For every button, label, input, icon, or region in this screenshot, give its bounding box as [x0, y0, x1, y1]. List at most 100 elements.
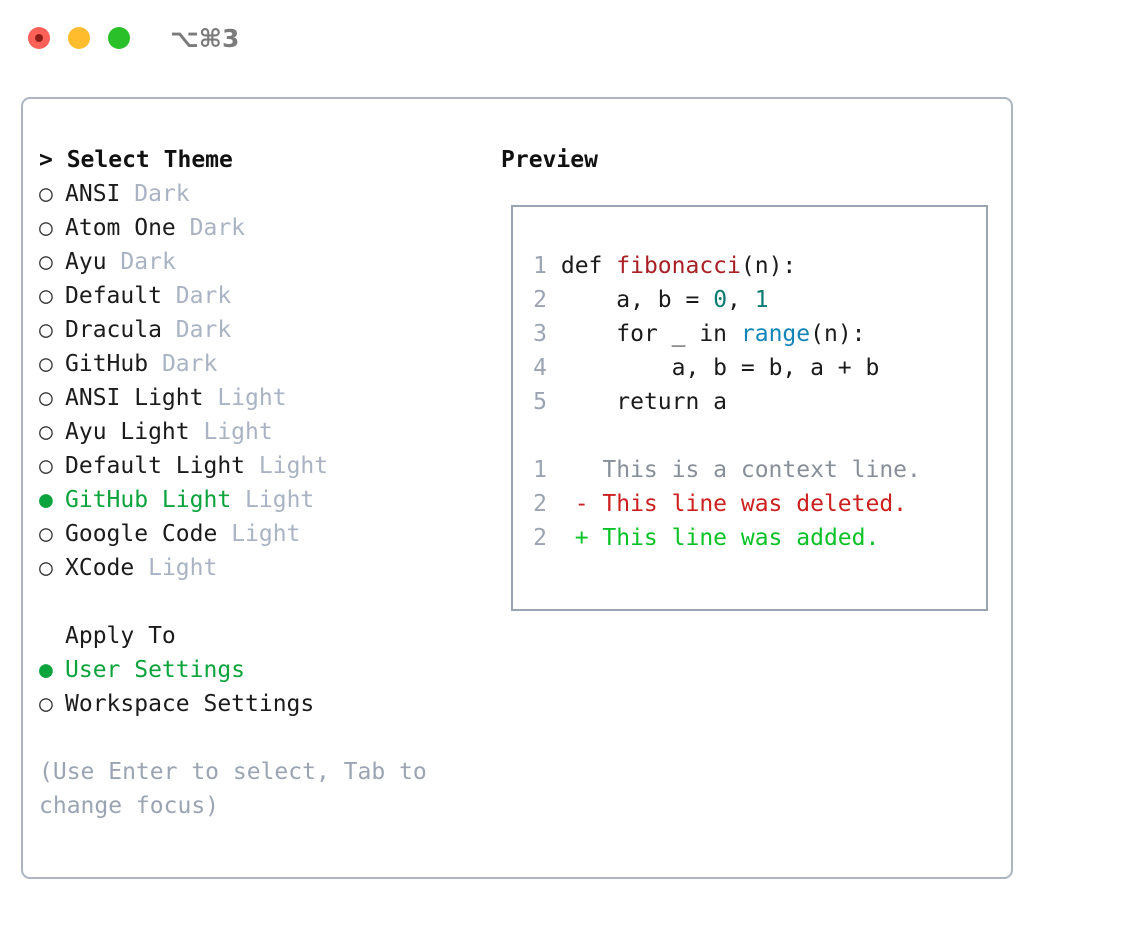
- theme-option-tag: Light: [258, 453, 329, 479]
- theme-option-github-light[interactable]: ●GitHub Light Light: [39, 483, 469, 517]
- theme-option-dracula[interactable]: ○ Dracula Dark: [39, 313, 469, 347]
- diff-sign: -: [547, 491, 603, 517]
- apply-to-option-user-settings[interactable]: ● User Settings: [39, 653, 469, 687]
- code-token-plain: ,: [727, 287, 755, 313]
- close-icon: [35, 34, 43, 42]
- radio-unselected-icon: ○: [39, 385, 53, 411]
- theme-option-tag: Light: [217, 385, 287, 411]
- diff-line: 2 + This line was added.: [523, 521, 921, 555]
- theme-option-tag: Dark: [175, 283, 232, 309]
- theme-option-label: XCode: [65, 555, 135, 581]
- theme-option-atom-one[interactable]: ○ Atom One Dark: [39, 211, 469, 245]
- theme-option-default[interactable]: ○Default Dark: [39, 279, 469, 313]
- theme-option-label: ANSI Light: [65, 385, 204, 411]
- apply-to-option-label: Workspace Settings: [65, 691, 315, 717]
- keyboard-shortcut-label: ⌥⌘3: [170, 24, 240, 53]
- diff-line-text: This line was added.: [602, 525, 880, 551]
- code-token-num: 0: [713, 287, 728, 313]
- maximize-window-button[interactable]: [108, 27, 130, 49]
- title-bar: ⌥⌘3: [0, 0, 1140, 76]
- theme-option-label: Atom One: [65, 215, 176, 241]
- theme-option-label: ANSI: [65, 181, 121, 207]
- code-token-plain: for _ in: [560, 321, 741, 347]
- code-line-number: 4: [533, 355, 547, 381]
- theme-option-default-light[interactable]: ○Default Light Light: [39, 449, 469, 483]
- theme-option-ansi-light[interactable]: ○ ANSI Light Light: [39, 381, 469, 415]
- keyboard-hint-text: (Use Enter to select, Tab to change focu…: [39, 759, 427, 819]
- code-token-plain: return a: [560, 389, 728, 415]
- apply-to-option-workspace-settings[interactable]: ○ Workspace Settings: [39, 687, 469, 721]
- close-window-button[interactable]: [28, 27, 50, 49]
- theme-option-tag: Dark: [161, 351, 218, 377]
- theme-option-tag: Dark: [134, 181, 190, 207]
- code-token-plain: def: [560, 253, 617, 279]
- apply-to-list[interactable]: ● User Settings ○ Workspace Settings: [39, 653, 469, 721]
- radio-unselected-icon: ○: [39, 283, 53, 309]
- theme-option-google-code[interactable]: ○Google Code Light: [39, 517, 469, 551]
- theme-option-label: GitHub: [65, 351, 149, 377]
- list-spacer: [39, 585, 469, 619]
- theme-list[interactable]: ○ANSI Dark○Atom One Dark○Ayu Dark○Defaul…: [39, 177, 469, 585]
- code-token-num: 1: [754, 287, 769, 313]
- no-marker-spacer: [39, 619, 65, 653]
- theme-option-tag: Dark: [120, 249, 176, 275]
- theme-option-ayu-light[interactable]: ○ Ayu Light Light: [39, 415, 469, 449]
- theme-option-tag: Dark: [175, 317, 232, 343]
- code-token-plain: (n):: [740, 253, 797, 279]
- code-token-builtin: range: [740, 321, 811, 347]
- preview-title: Preview: [501, 147, 598, 173]
- theme-picker-title: > Select Theme: [39, 147, 233, 173]
- theme-option-ayu[interactable]: ○ Ayu Dark: [39, 245, 469, 279]
- theme-option-label: Ayu: [65, 249, 107, 275]
- theme-option-ansi[interactable]: ○ANSI Dark: [39, 177, 469, 211]
- theme-option-label: Ayu Light: [65, 419, 190, 445]
- diff-line-text: This line was deleted.: [602, 491, 908, 517]
- theme-option-label: Dracula: [65, 317, 162, 343]
- theme-option-label: Google Code: [65, 521, 218, 547]
- radio-selected-icon: ●: [39, 657, 53, 683]
- code-line-number: 1: [533, 253, 547, 279]
- minimize-window-button[interactable]: [68, 27, 90, 49]
- code-line: 1 def fibonacci(n):: [523, 249, 921, 283]
- code-token-plain: (n):: [810, 321, 866, 347]
- theme-option-tag: Light: [148, 555, 218, 581]
- theme-option-xcode[interactable]: ○ XCode Light: [39, 551, 469, 585]
- code-line-number: 5: [533, 389, 547, 415]
- code-token-plain: a, b = b, a + b: [560, 355, 880, 381]
- radio-unselected-icon: ○: [39, 691, 53, 717]
- theme-option-tag: Dark: [189, 215, 246, 241]
- radio-unselected-icon: ○: [39, 215, 53, 241]
- diff-sign: [547, 457, 602, 483]
- code-line-number: 2: [533, 287, 547, 313]
- diff-line-number: 2: [533, 525, 547, 551]
- code-line-number: 3: [533, 321, 547, 347]
- code-line: 2 a, b = 0, 1: [523, 283, 921, 317]
- code-token-fn: fibonacci: [616, 253, 741, 279]
- code-diff-separator: [523, 419, 921, 453]
- diff-sign: +: [547, 525, 603, 551]
- radio-unselected-icon: ○: [39, 521, 53, 547]
- apply-to-title: Apply To: [39, 619, 469, 653]
- diff-line: 2 - This line was deleted.: [523, 487, 921, 521]
- radio-unselected-icon: ○: [39, 317, 53, 343]
- preview-column: Preview 1 def fibonacci(n):2 a, b = 0, 1…: [501, 143, 1001, 611]
- radio-unselected-icon: ○: [39, 555, 53, 581]
- theme-picker-column: > Select Theme ○ANSI Dark○Atom One Dark○…: [39, 143, 469, 823]
- apply-to-option-label: User Settings: [65, 657, 246, 683]
- radio-unselected-icon: ○: [39, 249, 53, 275]
- code-line: 4 a, b = b, a + b: [523, 351, 921, 385]
- theme-option-github[interactable]: ○GitHub Dark: [39, 347, 469, 381]
- code-line: 3 for _ in range(n):: [523, 317, 921, 351]
- radio-selected-icon: ●: [39, 487, 53, 513]
- theme-option-label: GitHub Light: [65, 487, 232, 513]
- code-line: 5 return a: [523, 385, 921, 419]
- theme-option-tag: Light: [203, 419, 273, 445]
- diff-line: 1 This is a context line.: [523, 453, 921, 487]
- diff-line-number: 2: [533, 491, 547, 517]
- main-panel: > Select Theme ○ANSI Dark○Atom One Dark○…: [21, 97, 1013, 879]
- diff-line-number: 1: [533, 457, 547, 483]
- radio-unselected-icon: ○: [39, 419, 53, 445]
